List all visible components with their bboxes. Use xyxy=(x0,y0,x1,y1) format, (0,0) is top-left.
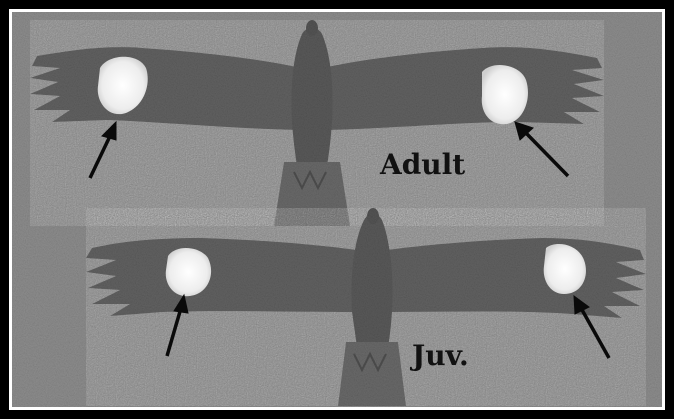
juvenile-left-wing-patch xyxy=(166,248,211,296)
bird-illustration xyxy=(12,12,662,407)
adult-head xyxy=(306,20,318,36)
juvenile-tail xyxy=(338,342,406,406)
illustration-area: Adult Juv. xyxy=(12,12,662,407)
adult-label: Adult xyxy=(380,148,465,181)
juvenile-head xyxy=(367,208,379,224)
adult-body xyxy=(291,28,332,182)
juvenile-label: Juv. xyxy=(412,339,469,372)
juvenile-right-wing xyxy=(387,238,646,318)
adult-tail xyxy=(274,162,350,226)
